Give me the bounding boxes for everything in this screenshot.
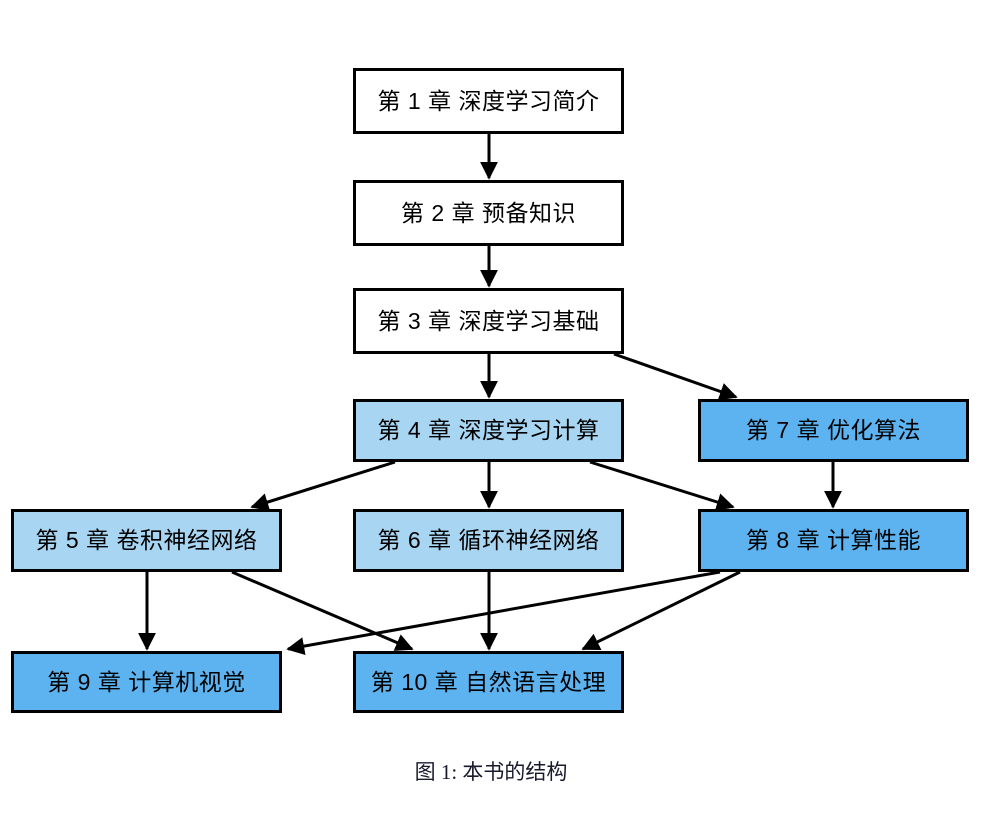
chapter-box-ch7[interactable]: 第 7 章 优化算法: [698, 399, 969, 462]
chapter-box-ch10[interactable]: 第 10 章 自然语言处理: [353, 651, 624, 713]
chapter-box-label: 第 5 章 卷积神经网络: [35, 527, 258, 553]
edge-ch8-to-ch9: [286, 570, 721, 656]
edge-ch5-to-ch10: [231, 570, 414, 651]
chapter-box-label: 第 4 章 深度学习计算: [377, 417, 600, 443]
chapter-box-label: 第 10 章 自然语言处理: [370, 668, 607, 695]
chapter-box-label: 第 8 章 计算性能: [746, 527, 921, 553]
edge-ch4-to-ch5: [250, 460, 396, 511]
chapter-box-label: 第 9 章 计算机视觉: [47, 668, 246, 695]
chapter-box-ch1[interactable]: 第 1 章 深度学习简介: [353, 68, 624, 134]
chapter-box-label: 第 1 章 深度学习简介: [377, 87, 600, 114]
edge-ch3-to-ch7: [613, 352, 738, 401]
chapter-box-label: 第 3 章 深度学习基础: [377, 307, 600, 334]
chapter-box-label: 第 2 章 预备知识: [401, 199, 576, 226]
chapter-box-ch4[interactable]: 第 4 章 深度学习计算: [353, 399, 624, 462]
chapter-box-ch9[interactable]: 第 9 章 计算机视觉: [11, 651, 282, 713]
chapter-box-ch3[interactable]: 第 3 章 深度学习基础: [353, 288, 624, 354]
chapter-box-label: 第 6 章 循环神经网络: [377, 527, 600, 553]
chapter-box-label: 第 7 章 优化算法: [746, 417, 921, 443]
chapter-box-ch2[interactable]: 第 2 章 预备知识: [353, 180, 624, 246]
chapter-box-ch8[interactable]: 第 8 章 计算性能: [698, 509, 969, 572]
edge-ch4-to-ch8: [589, 460, 735, 511]
figure-caption: 图 1: 本书的结构: [414, 760, 568, 784]
edge-ch8-to-ch10: [581, 570, 741, 651]
chapter-box-ch6[interactable]: 第 6 章 循环神经网络: [353, 509, 624, 572]
chapter-box-ch5[interactable]: 第 5 章 卷积神经网络: [11, 509, 282, 572]
